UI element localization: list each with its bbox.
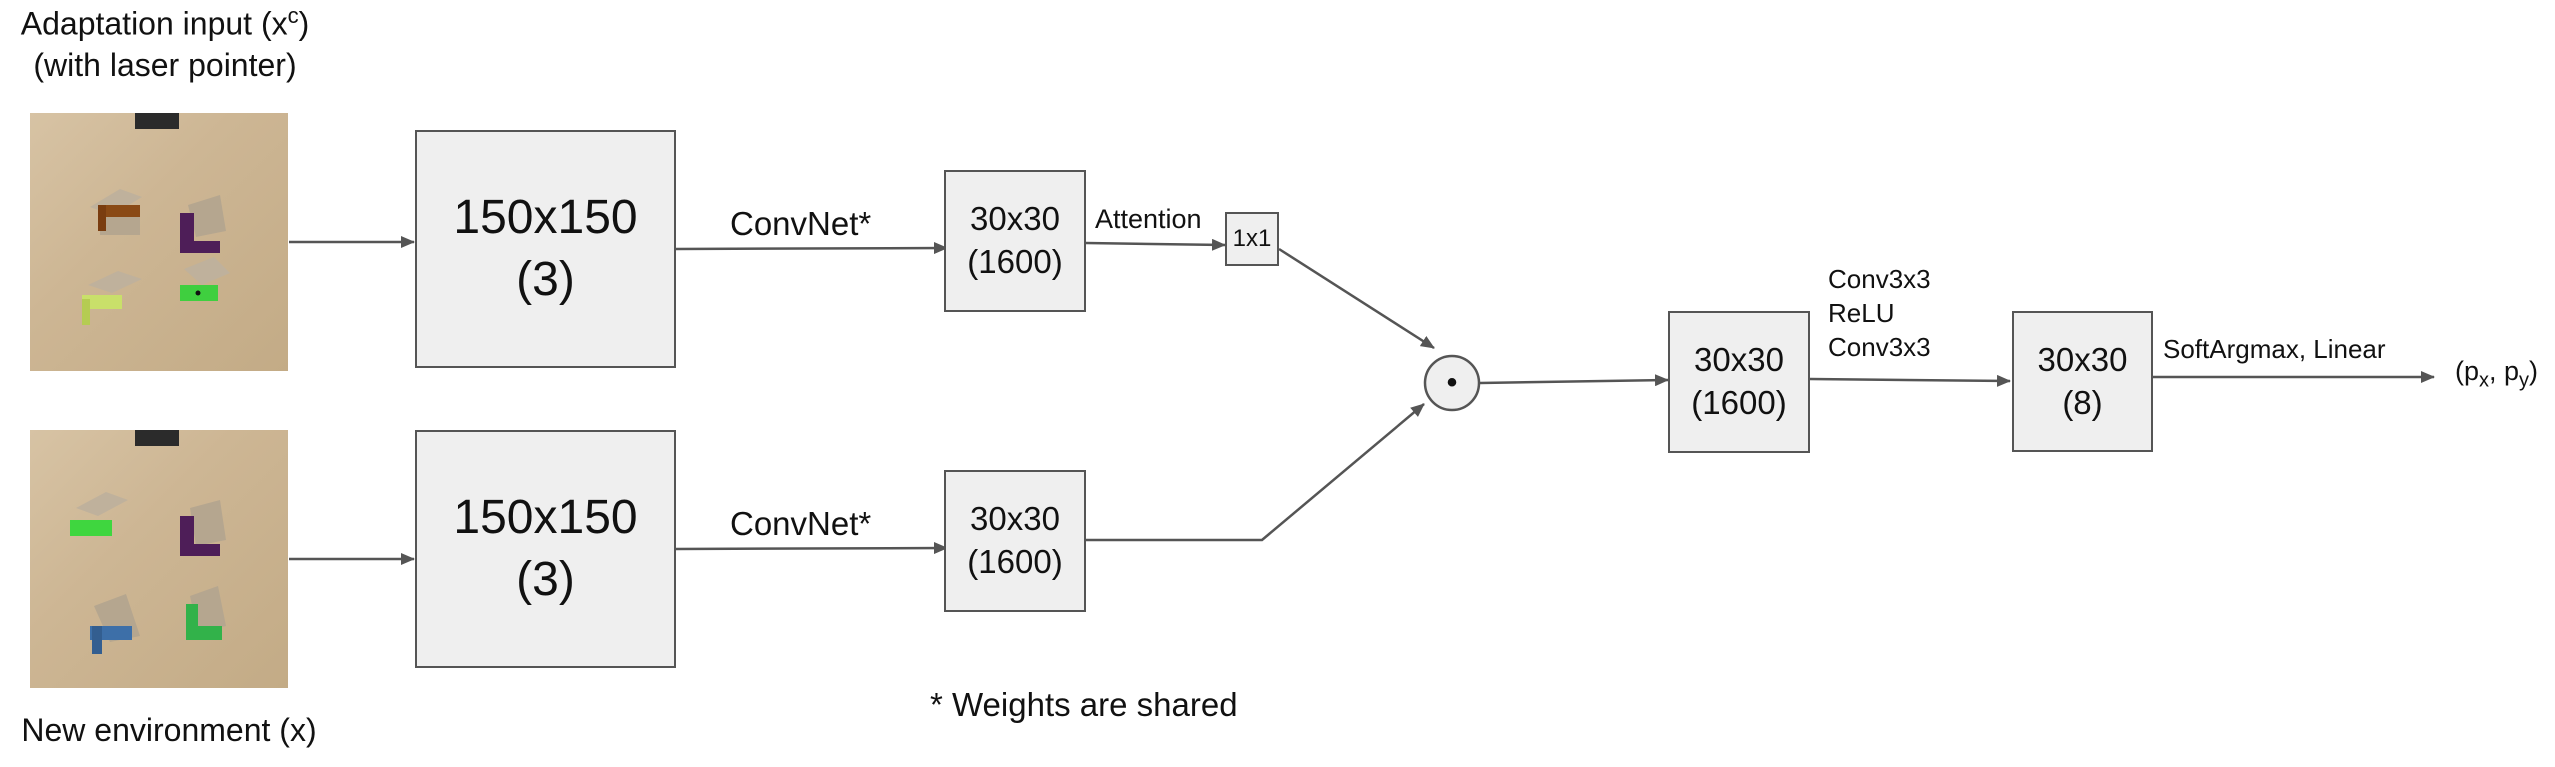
top-input-channels: (3) xyxy=(516,253,575,306)
bottom-input-box: 150x150 (3) xyxy=(415,430,676,668)
conv-label-3: Conv3x3 xyxy=(1828,332,1931,362)
bottom-feature-size: 30x30 xyxy=(970,500,1060,538)
adaptation-caption-suffix: ) xyxy=(298,5,310,42)
adaptation-input-image xyxy=(30,113,288,371)
new-environment-image xyxy=(30,430,288,688)
merged-feature-size: 30x30 xyxy=(1694,341,1784,379)
output-feature-channels: (8) xyxy=(2062,383,2103,421)
arrow-convnet-top xyxy=(675,242,948,255)
top-feature-channels: (1600) xyxy=(967,243,1063,280)
adaptation-input-caption: Adaptation input (xc) (with laser pointe… xyxy=(0,2,330,87)
merged-feature-channels: (1600) xyxy=(1691,384,1787,421)
softargmax-label: SoftArgmax, Linear xyxy=(2163,334,2386,364)
elementwise-product-circle xyxy=(1423,354,1481,412)
arrow-attention xyxy=(1085,238,1226,251)
bottom-feature-box: 30x30 (1600) xyxy=(944,470,1086,612)
arrow-feature-to-merge xyxy=(1086,403,1425,542)
bottom-convnet-label: ConvNet* xyxy=(730,505,872,542)
adaptation-caption-prefix: Adaptation input (x xyxy=(20,5,288,42)
weights-shared-footnote: * Weights are shared xyxy=(930,686,1238,723)
bottom-input-size: 150x150 xyxy=(453,490,638,544)
output-coordinates: (px, py) xyxy=(2455,356,2538,392)
attention-output-box: 1x1 xyxy=(1225,212,1279,266)
merged-feature-box: 30x30 (1600) xyxy=(1668,311,1810,453)
attention-output-size: 1x1 xyxy=(1232,225,1272,252)
new-environment-scene-drawing xyxy=(70,430,226,654)
merge-operator: • xyxy=(1446,366,1458,399)
output-sub-x: x xyxy=(2479,369,2490,392)
output-feature-size: 30x30 xyxy=(2037,340,2128,378)
top-convnet-label: ConvNet* xyxy=(730,205,872,242)
adaptation-caption-sup: c xyxy=(287,3,299,28)
arrow-attention-to-merge xyxy=(1278,247,1435,350)
attention-label: Attention xyxy=(1095,204,1202,234)
output-close: ) xyxy=(2529,356,2539,386)
conv-label-1: Conv3x3 xyxy=(1828,264,1931,294)
conv-label-2: ReLU xyxy=(1828,298,1895,328)
bottom-input-channels: (3) xyxy=(516,553,575,606)
top-feature-size: 30x30 xyxy=(970,200,1060,238)
top-input-size: 150x150 xyxy=(453,190,638,244)
top-input-box: 150x150 (3) xyxy=(415,130,676,368)
new-environment-caption: New environment (x) xyxy=(0,710,338,752)
adaptation-scene-drawing xyxy=(82,113,230,325)
output-feature-box: 30x30 (8) xyxy=(2012,311,2153,452)
arrow-merge-to-head xyxy=(1479,374,1669,387)
top-feature-box: 30x30 (1600) xyxy=(944,170,1086,312)
output-p-open: (p xyxy=(2455,356,2480,386)
output-sub-y: y xyxy=(2519,369,2530,392)
adaptation-caption-line2: (with laser pointer) xyxy=(33,47,297,84)
arrow-conv-block xyxy=(1809,374,2011,387)
new-environment-caption-text: New environment (x) xyxy=(21,712,317,748)
arrow-convnet-bottom xyxy=(675,542,948,555)
conv-block-labels: Conv3x3 ReLU Conv3x3 xyxy=(1828,262,1931,364)
output-comma: , p xyxy=(2489,356,2520,386)
bottom-feature-channels: (1600) xyxy=(967,543,1063,580)
